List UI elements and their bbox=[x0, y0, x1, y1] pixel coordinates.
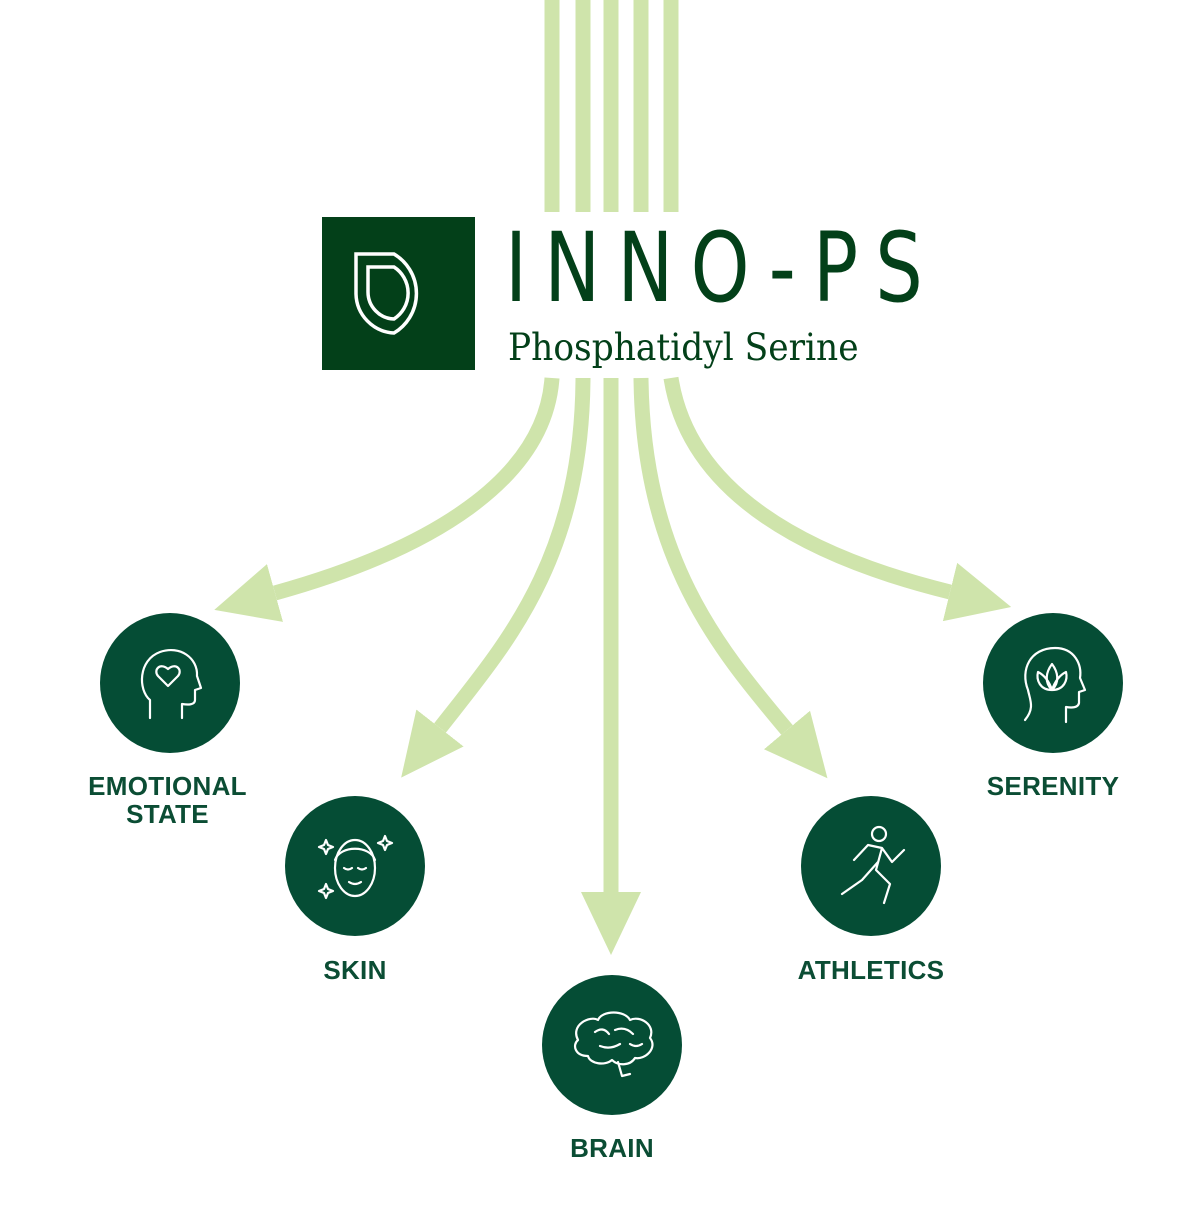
head-heart-icon bbox=[140, 649, 203, 720]
arrow-emotional-state bbox=[214, 377, 560, 622]
face-sparkle-icon bbox=[317, 834, 394, 900]
brain-icon bbox=[574, 1011, 654, 1078]
arrow-athletics bbox=[633, 377, 828, 779]
circle-serenity bbox=[983, 613, 1123, 753]
label-brain: BRAIN bbox=[570, 1133, 654, 1163]
logo-drop-icon bbox=[354, 252, 419, 335]
arrow-skin bbox=[401, 377, 591, 778]
circle-brain bbox=[542, 975, 682, 1115]
brand-name: INNO-PS bbox=[505, 212, 940, 324]
arrow-serenity bbox=[663, 376, 1012, 622]
input-lines bbox=[544, 0, 679, 212]
label-athletics: ATHLETICS bbox=[797, 955, 945, 985]
brand-subtitle: Phosphatidyl Serine bbox=[508, 326, 859, 369]
runner-icon bbox=[840, 825, 906, 905]
label-line: EMOTIONAL bbox=[88, 771, 247, 801]
label-skin: SKIN bbox=[323, 955, 387, 985]
logo-mark bbox=[322, 217, 475, 370]
head-lotus-icon bbox=[1023, 646, 1087, 724]
label-line: STATE bbox=[126, 799, 209, 829]
circle-athletics bbox=[801, 796, 941, 936]
label-emotional-state: EMOTIONAL STATE bbox=[60, 772, 275, 828]
circle-skin bbox=[285, 796, 425, 936]
label-serenity: SERENITY bbox=[986, 771, 1120, 801]
